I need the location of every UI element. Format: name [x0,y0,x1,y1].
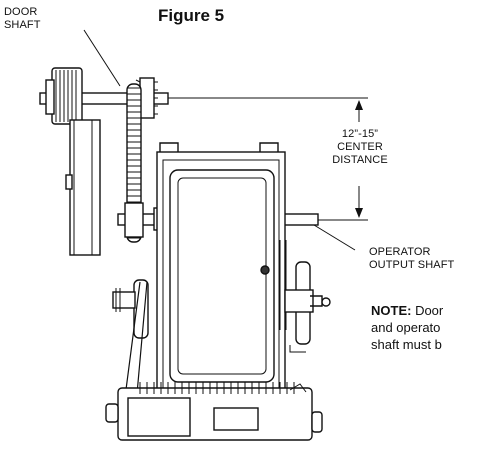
operator-output-line1: OPERATOR [369,246,431,258]
note-line3: shaft must b [371,337,442,352]
center-distance-line2: DISTANCE [332,154,388,166]
operator-output-leader [313,224,356,251]
center-distance-line1: CENTER [337,141,383,153]
operator-cover [169,169,275,383]
door-panel [69,119,101,256]
door-shaft-label-line1: DOOR [4,6,38,18]
note-line2: and operato [371,320,441,335]
operator-output-line2: OUTPUT SHAFT [369,259,455,271]
door-shaft-label-line2: SHAFT [4,19,41,31]
door-sprocket [139,77,155,119]
door-shaft-label: DOOR SHAFT [4,6,41,32]
center-distance-label: 12”-15” CENTER DISTANCE [324,128,396,167]
note-text: NOTE: Door and operato shaft must b [371,302,477,353]
motor-pulley [133,279,149,339]
note-line1: Door [411,303,444,318]
center-distance-value: 12”-15” [341,128,379,140]
figure-title: Figure 5 [158,6,225,25]
note-prefix: NOTE: [371,303,412,318]
operator-output-label: OPERATOR OUTPUT SHAFT [369,246,454,272]
output-sprocket [124,202,144,238]
drive-belt [123,281,148,406]
door-shaft-leader [83,29,121,87]
